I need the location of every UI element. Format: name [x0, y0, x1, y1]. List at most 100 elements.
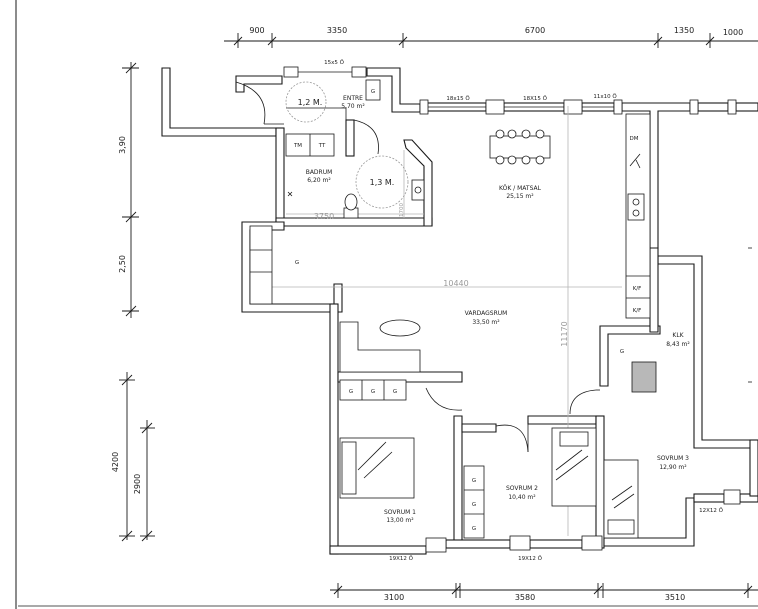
dim-top-6700: 6700 — [525, 26, 545, 35]
kitchen-sink-icon — [627, 193, 645, 221]
wall-entre-top — [235, 75, 283, 93]
dim-badrum-depth: 1700 — [399, 203, 405, 217]
room-entre-area: 5,70 m² — [341, 103, 365, 110]
turning-circle-badrum — [355, 155, 409, 209]
wall-sov3-right — [693, 493, 725, 503]
kf1-label: K/F — [633, 286, 642, 292]
dim-top-1000: 1000 — [723, 28, 743, 37]
left-dimension-chain: 3,90 2,50 4200 2900 — [111, 62, 155, 542]
entre-fixtures: 1,2 M. G — [285, 79, 381, 123]
cab-g-1: G — [349, 389, 353, 395]
dim-top-900: 900 — [249, 26, 264, 35]
dm-label: DM — [630, 136, 639, 142]
dim-bottom-3100: 3100 — [384, 593, 404, 602]
dim-depth: 11170 — [560, 321, 569, 346]
cab-g-2: G — [371, 389, 375, 395]
dim-left-4200: 4200 — [111, 452, 120, 472]
window-marks — [283, 66, 741, 553]
dim-bottom-3510: 3510 — [665, 593, 685, 602]
room-klk-name: KLK — [672, 332, 684, 339]
window-sov1-label: 19X12 Ö — [389, 555, 414, 562]
sov2-g-1: G — [472, 478, 476, 484]
wall-sov1-left — [329, 303, 339, 555]
wall-badrum-bottom — [275, 217, 433, 227]
room-entre-name: ENTRE — [343, 95, 363, 102]
wall-sov1-right — [453, 415, 463, 549]
turning-circle-badrum-label: 1,3 M. — [370, 178, 395, 187]
room-klk-area: 8,43 m² — [666, 341, 690, 348]
bottom-dimension-chain: 3100 3580 3510 — [330, 583, 758, 602]
wall-right-edge — [749, 439, 758, 497]
hall-g-label: G — [295, 260, 299, 266]
doors — [235, 81, 600, 453]
window-kok-2-label: 18X15 Ö — [523, 95, 548, 102]
room-sovrum1-name: SOVRUM 1 — [384, 509, 416, 516]
hall-wardrobe — [249, 225, 273, 305]
entre-closet-label: G — [371, 89, 375, 95]
dim-width-total: 10440 — [443, 279, 468, 288]
wardrobe-sovrum2 — [463, 465, 485, 539]
bedroom-fixtures: G G G G — [339, 349, 657, 539]
wall-living-bottom — [337, 371, 463, 383]
wall-klk-right — [657, 255, 758, 449]
klk-g-label: G — [620, 349, 624, 355]
window-kok-3-label: 11x10 Ö — [593, 93, 617, 100]
window-kok-1-label: 18x15 Ö — [446, 95, 470, 102]
room-sovrum3-name: SOVRUM 3 — [657, 455, 689, 462]
wall-badrum-inner — [345, 119, 355, 157]
window-sov2-label: 19X12 Ö — [518, 555, 543, 562]
wall-badrum-right — [403, 139, 433, 227]
walls — [161, 67, 758, 555]
room-kok-name: KÖK / MATSAL — [499, 185, 542, 192]
dim-badrum-width: 3750 — [314, 212, 334, 221]
cab-g-3: G — [393, 389, 397, 395]
entre-closet — [365, 79, 381, 101]
dim-bottom-3580: 3580 — [515, 593, 535, 602]
dim-top-3350: 3350 — [327, 26, 347, 35]
wall-entre-left — [275, 127, 285, 223]
wall-sov2-right — [595, 415, 605, 549]
room-vardagsrum-name: VARDAGSRUM — [465, 310, 508, 317]
room-labels: ENTRE 5,70 m² BADRUM 6,20 m² KÖK / MATSA… — [306, 95, 691, 524]
wall-top-right — [697, 102, 729, 112]
tt-label: TT — [318, 143, 326, 149]
room-sovrum3-area: 12,90 m² — [659, 464, 687, 471]
sov2-g-2: G — [472, 502, 476, 508]
wall-top-far-right — [735, 102, 758, 112]
wall-kf-right — [649, 247, 659, 333]
klk-unit — [631, 361, 657, 393]
turning-circle-entre — [285, 81, 327, 123]
sink-icon — [411, 179, 425, 201]
sofa — [339, 321, 421, 373]
kitchen-fixtures: DM K/F K/F — [489, 113, 651, 319]
dim-left-250: 2,50 — [118, 255, 127, 273]
sov2-g-3: G — [472, 526, 476, 532]
room-badrum-area: 6,20 m² — [307, 177, 331, 184]
room-vardagsrum-area: 33,50 m² — [472, 319, 500, 326]
room-sovrum2-area: 10,40 m² — [508, 494, 536, 501]
dining-table — [489, 135, 551, 159]
window-sov3-label: 12X12 Ö — [699, 507, 724, 514]
living-fixtures: G G G G — [249, 225, 421, 401]
room-kok-area: 25,15 m² — [506, 193, 534, 200]
wall-bottom-1 — [329, 545, 427, 555]
dim-top-1350: 1350 — [674, 26, 694, 35]
wall-bottom-3 — [529, 539, 583, 549]
room-sovrum2-name: SOVRUM 2 — [506, 485, 538, 492]
stove-icon — [629, 153, 641, 169]
wall-bottom-2 — [445, 539, 511, 549]
room-sovrum1-area: 13,00 m² — [386, 517, 414, 524]
tm-label: TM — [293, 143, 302, 149]
dim-left-390: 3,90 — [118, 136, 127, 154]
storage-cabinets — [339, 379, 407, 401]
coffee-table — [379, 319, 421, 337]
kf2-label: K/F — [633, 308, 642, 314]
turning-circle-entre-label: 1,2 M. — [298, 98, 323, 107]
window-entre-label: 15x5 Ö — [324, 59, 345, 66]
badrum-fixtures: TM TT 1,3 M. — [285, 133, 425, 219]
wall-sov2-top — [527, 415, 597, 425]
dim-left-2900: 2900 — [133, 474, 142, 494]
top-dimension-chain: 900 3350 6700 1350 1000 — [224, 26, 758, 48]
window-labels: 15x5 Ö 18x15 Ö 18X15 Ö 11x10 Ö 12X12 Ö 1… — [324, 59, 724, 562]
